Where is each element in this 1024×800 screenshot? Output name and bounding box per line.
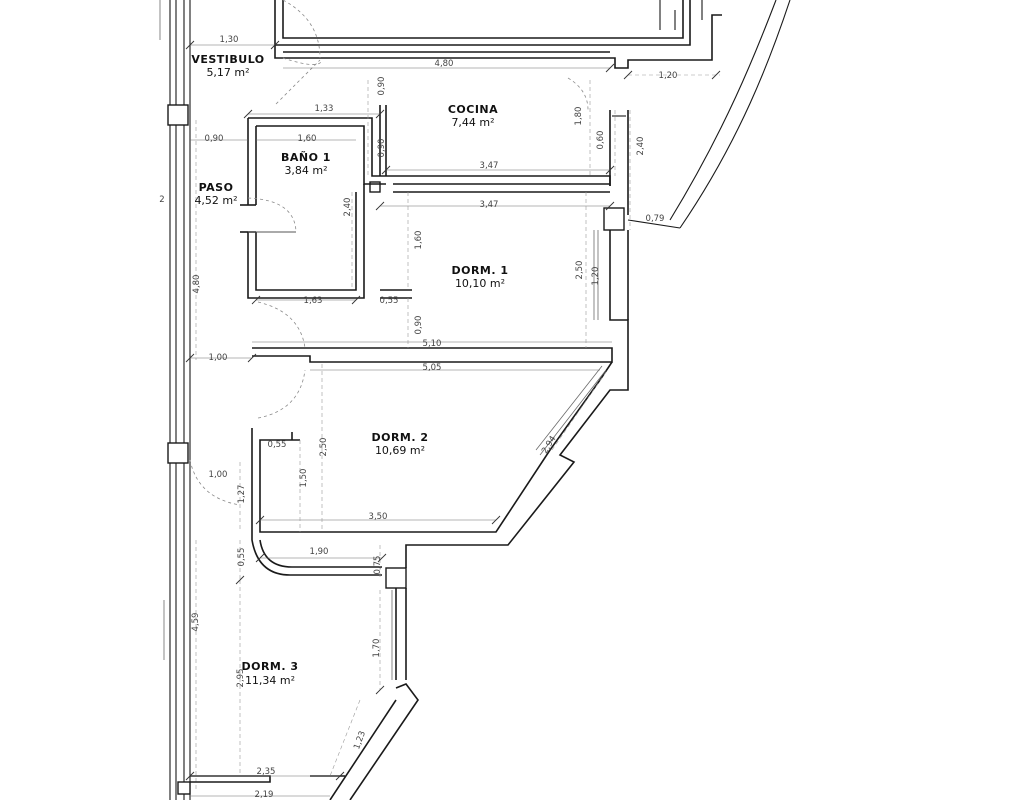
dimension-ticks <box>185 40 721 781</box>
dimension-label: 4,80 <box>435 59 454 69</box>
balcony-curve <box>627 0 791 229</box>
dimension-label: 2,40 <box>636 137 646 156</box>
pillar <box>603 207 625 231</box>
dimension-label: 1,20 <box>659 71 678 81</box>
pillar <box>369 181 381 193</box>
pillar <box>167 104 189 126</box>
dimension-label: 2,95 <box>236 669 246 688</box>
room-area-bano1: 3,84 m² <box>284 164 327 177</box>
room-area-paso: 4,52 m² <box>194 194 237 207</box>
room-labels: VESTIBULO 5,17 m² COCINA 7,44 m² BAÑO 1 … <box>191 53 508 687</box>
room-name-vestibulo: VESTIBULO <box>191 53 264 66</box>
room-area-cocina: 7,44 m² <box>451 116 494 129</box>
walls-dorm2 <box>251 348 629 568</box>
dimension-label: 0,60 <box>596 131 606 150</box>
dimension-label: 0,90 <box>377 77 387 96</box>
dimension-label: 1,80 <box>574 107 584 126</box>
pillar <box>167 442 189 464</box>
walls-bathroom <box>240 118 412 299</box>
dimension-label: 1,20 <box>591 267 601 286</box>
dimension-label: 1,63 <box>304 296 323 306</box>
dimension-label: 0,90 <box>205 134 224 144</box>
dimension-label: 1,33 <box>315 104 334 114</box>
dimension-label: 1,00 <box>209 470 228 480</box>
dimension-label: 1,27 <box>237 485 247 504</box>
dimension-label: 3,47 <box>480 200 499 210</box>
dimension-label: 0,75 <box>373 556 383 575</box>
walls-top <box>274 0 722 69</box>
room-area-dorm2: 10,69 m² <box>375 444 425 457</box>
dimension-label: 5,10 <box>423 339 442 349</box>
dimension-label: 2,35 <box>257 767 276 777</box>
walls-kitchen <box>248 105 629 215</box>
dimension-label: 0,90 <box>414 316 424 335</box>
dimension-label: 3,50 <box>369 512 388 522</box>
room-area-dorm3: 11,34 m² <box>245 674 295 687</box>
dimension-label: 2,50 <box>319 438 329 457</box>
dimension-label: 1,00 <box>209 353 228 363</box>
room-name-bano1: BAÑO 1 <box>281 151 331 164</box>
room-name-dorm1: DORM. 1 <box>451 264 508 277</box>
dimension-label: 2 <box>159 195 164 205</box>
dimension-label: 1,23 <box>352 730 368 751</box>
dimension-label: 1,70 <box>372 639 382 658</box>
doors <box>189 0 589 506</box>
room-name-dorm3: DORM. 3 <box>241 660 298 673</box>
dimension-label: 2,19 <box>255 790 274 800</box>
dimension-label: 2,40 <box>343 198 353 217</box>
dimension-label: 2,50 <box>575 261 585 280</box>
dimension-label: 1,50 <box>299 469 309 488</box>
column-pillars <box>167 104 625 795</box>
walls-dorm3 <box>190 522 419 800</box>
pillar <box>385 567 407 589</box>
room-name-cocina: COCINA <box>448 103 498 116</box>
pillar <box>177 781 191 795</box>
walls-dorm1 <box>252 230 629 363</box>
dimension-labels: 1,30 4,80 1,20 1,33 0,90 1,60 3,47 3,47 … <box>159 35 677 800</box>
dimension-lines <box>190 44 631 797</box>
room-name-paso: PASO <box>199 181 234 194</box>
room-name-dorm2: DORM. 2 <box>371 431 428 444</box>
dimension-label: 4,59 <box>191 613 201 632</box>
dimension-label: 0,55 <box>380 296 399 306</box>
dimension-label: 1,60 <box>414 231 424 250</box>
dimension-label: 1,30 <box>220 35 239 45</box>
room-area-dorm1: 10,10 m² <box>455 277 505 290</box>
dimension-label: 0,55 <box>268 440 287 450</box>
dimension-label: 3,47 <box>480 161 499 171</box>
dimension-label: 4,80 <box>192 275 202 294</box>
dimension-label: 5,05 <box>423 363 442 373</box>
dimension-label: 0,79 <box>646 214 665 224</box>
dimension-label: 2,94 <box>540 434 559 455</box>
dimension-label: 1,90 <box>310 547 329 557</box>
dimension-label: 0,90 <box>377 139 387 158</box>
west-facade <box>159 0 197 800</box>
dimension-label: 1,60 <box>298 134 317 144</box>
dimension-label: 0,55 <box>237 548 247 567</box>
room-area-vestibulo: 5,17 m² <box>206 66 249 79</box>
